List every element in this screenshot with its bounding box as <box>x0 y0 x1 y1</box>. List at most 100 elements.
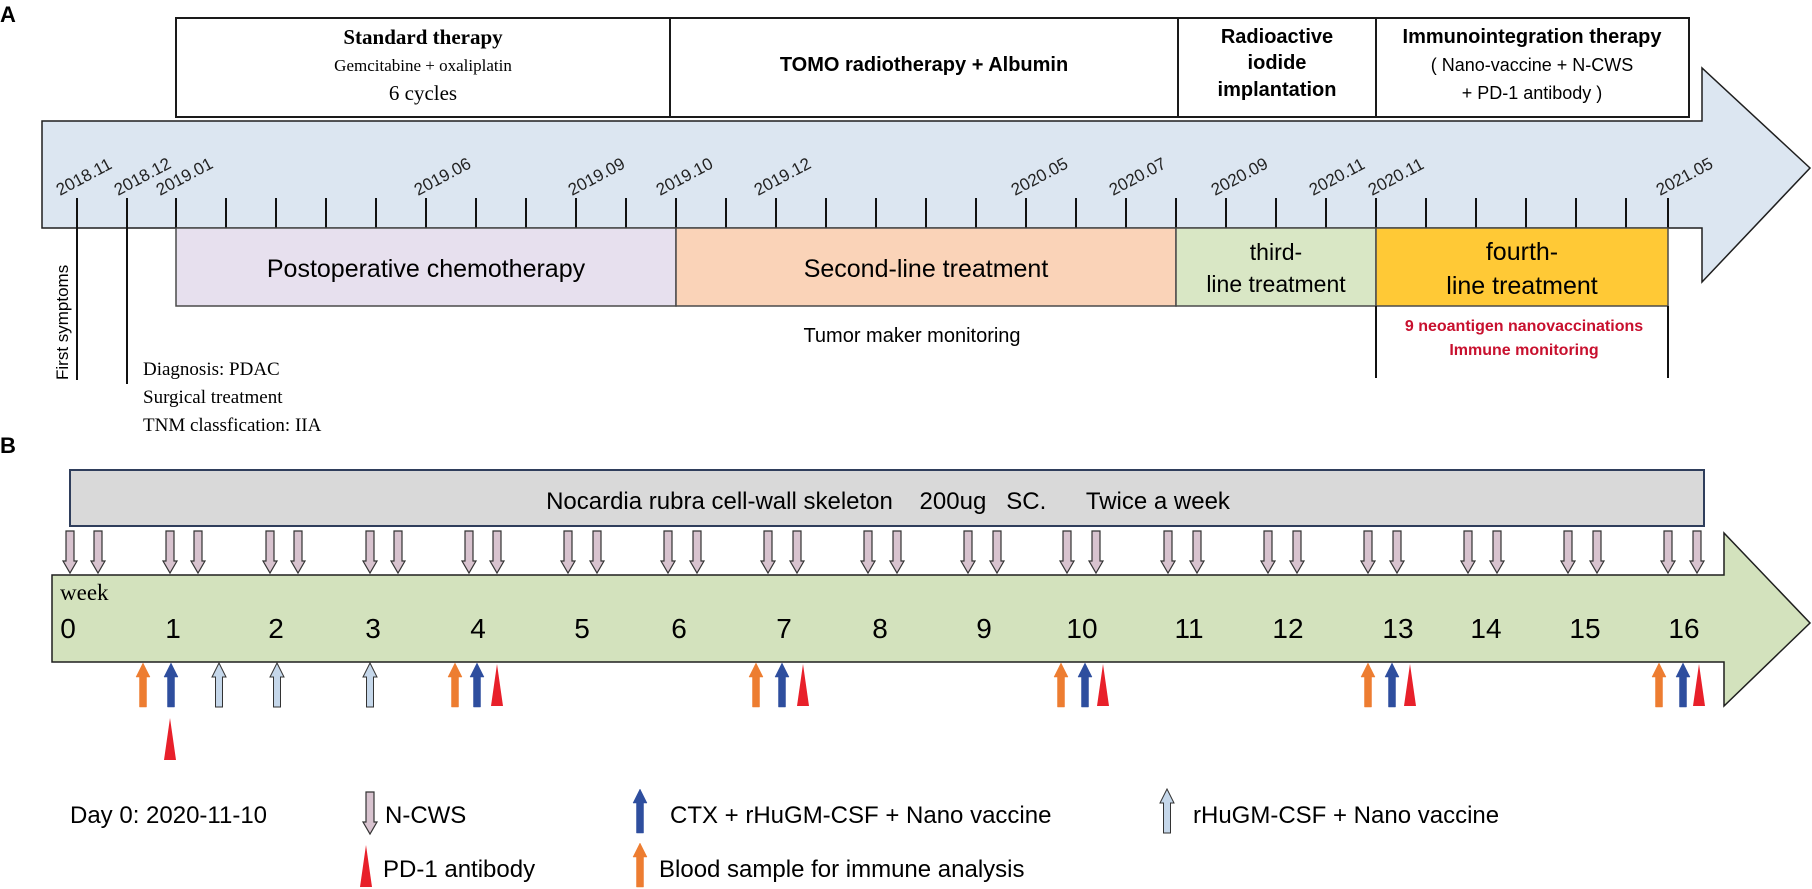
diagnosis-line-2: Surgical treatment <box>143 387 283 408</box>
blood-sample-arrow <box>135 662 151 708</box>
blood-sample-arrow <box>1053 662 1069 708</box>
legend-ctx-icon <box>632 788 648 834</box>
pd1-triangle <box>797 664 809 706</box>
ncws-arrow <box>161 530 179 575</box>
ncws-arrow <box>61 530 79 575</box>
third-line-label-1: third- <box>1250 239 1302 265</box>
ctx-arrow <box>774 662 790 708</box>
legend-ctx-label: CTX + rHuGM-CSF + Nano vaccine <box>670 802 1051 829</box>
ncws-arrow <box>261 530 279 575</box>
phase-immuno-line-2: + PD-1 antibody ) <box>1462 83 1603 103</box>
week-number: 6 <box>671 613 687 644</box>
fourth-line-label-2: line treatment <box>1446 272 1598 300</box>
week-number: 5 <box>574 613 590 644</box>
ncws-arrow <box>559 530 577 575</box>
neoantigen-label: 9 neoantigen nanovaccinations <box>1405 318 1643 335</box>
box-third-line-treatment <box>1175 227 1377 307</box>
ncws-arrow <box>460 530 478 575</box>
blood-sample-arrow <box>1360 662 1376 708</box>
ncws-arrow <box>389 530 407 575</box>
ncws-arrow <box>1688 530 1706 575</box>
ncws-arrow <box>1058 530 1076 575</box>
week-number: 4 <box>470 613 486 644</box>
legend-ctx-arrow <box>632 788 648 834</box>
ncws-arrow <box>1087 530 1105 575</box>
ncws-arrow <box>1159 530 1177 575</box>
diagnosis-line-1: Diagnosis: PDAC <box>143 359 280 380</box>
pd1-triangle <box>491 664 503 706</box>
ncws-arrow <box>959 530 977 575</box>
week-number: 15 <box>1569 613 1600 644</box>
ncws-arrow <box>488 530 506 575</box>
ncws-arrow <box>1559 530 1577 575</box>
third-line-label-2: line treatment <box>1206 271 1346 297</box>
legend-ncws-icon <box>361 791 379 836</box>
week-number: 12 <box>1272 613 1303 644</box>
pd1-triangle <box>1693 664 1705 706</box>
week-number: 2 <box>268 613 284 644</box>
panel-a-ticks <box>175 198 1669 228</box>
phase-standard-title: Standard therapy <box>343 25 503 49</box>
week-number: 14 <box>1470 613 1501 644</box>
ncws-arrow <box>659 530 677 575</box>
ncws-arrow <box>759 530 777 575</box>
rhugm-arrow <box>269 661 285 708</box>
blood-sample-arrow <box>447 662 463 708</box>
rhugm-arrow <box>211 661 227 708</box>
legend-blood-arrow <box>632 842 648 888</box>
legend-ncws-label: N-CWS <box>385 802 466 829</box>
second-line-label: Second-line treatment <box>804 255 1049 283</box>
ctx-arrow <box>469 662 485 708</box>
legend-pd1-label: PD-1 antibody <box>383 856 535 883</box>
pd1-triangle <box>1404 664 1416 706</box>
week-number: 3 <box>365 613 381 644</box>
ncws-arrow <box>189 530 207 575</box>
ncws-arrow <box>1259 530 1277 575</box>
week-label: week <box>60 580 109 605</box>
week-number: 11 <box>1174 613 1203 644</box>
pd1-triangle <box>164 718 176 760</box>
week-number: 8 <box>872 613 888 644</box>
ncws-bar <box>69 469 1705 527</box>
blood-sample-arrow <box>748 662 764 708</box>
phase-box-radioactive-iodide <box>1177 17 1377 118</box>
ncws-arrow <box>988 530 1006 575</box>
blood-sample-arrow <box>1651 662 1667 708</box>
ctx-arrow <box>1077 662 1093 708</box>
first-symptoms-label: First symptoms <box>53 265 72 380</box>
phase-tomo-title: TOMO radiotherapy + Albumin <box>780 54 1068 76</box>
phase-box-immunointegration <box>1375 17 1690 118</box>
phase-immuno-title: Immunointegration therapy <box>1403 26 1663 48</box>
phase-radioactive-line-1: iodide <box>1248 52 1307 74</box>
week-number: 0 <box>60 613 76 644</box>
week-number: 1 <box>165 613 181 644</box>
legend: Day 0: 2020-11-10 N-CWS CTX + rHuGM-CSF … <box>70 787 1499 888</box>
panel-b-events <box>61 530 1706 760</box>
ncws-arrow <box>1188 530 1206 575</box>
ncws-arrow <box>588 530 606 575</box>
week-number: 7 <box>776 613 792 644</box>
pd1-triangle <box>1097 664 1109 706</box>
phase-box-tomo-radiotherapy <box>669 17 1179 118</box>
legend-day0: Day 0: 2020-11-10 <box>70 802 267 829</box>
ncws-arrow <box>1488 530 1506 575</box>
ctx-arrow <box>163 662 179 708</box>
ncws-arrow <box>859 530 877 575</box>
fourth-line-label-1: fourth- <box>1486 238 1558 266</box>
ncws-arrow <box>1288 530 1306 575</box>
phase-immuno-line-1: ( Nano-vaccine + N-CWS <box>1431 55 1634 75</box>
ncws-arrow <box>89 530 107 575</box>
postoperative-chemotherapy-label: Postoperative chemotherapy <box>267 255 586 283</box>
legend-ncws-arrow <box>361 791 379 836</box>
ncws-bar-label: Nocardia rubra cell-wall skeleton 200ug … <box>546 488 1231 515</box>
panel-b-week-arrow <box>51 531 1812 708</box>
ncws-arrow <box>289 530 307 575</box>
panel-a-label: A <box>0 2 16 27</box>
ncws-arrow <box>1588 530 1606 575</box>
box-fourth-line-treatment <box>1375 227 1669 307</box>
phase-standard-line-2: 6 cycles <box>389 81 457 105</box>
box-second-line-treatment <box>675 227 1177 307</box>
ncws-arrow <box>688 530 706 575</box>
